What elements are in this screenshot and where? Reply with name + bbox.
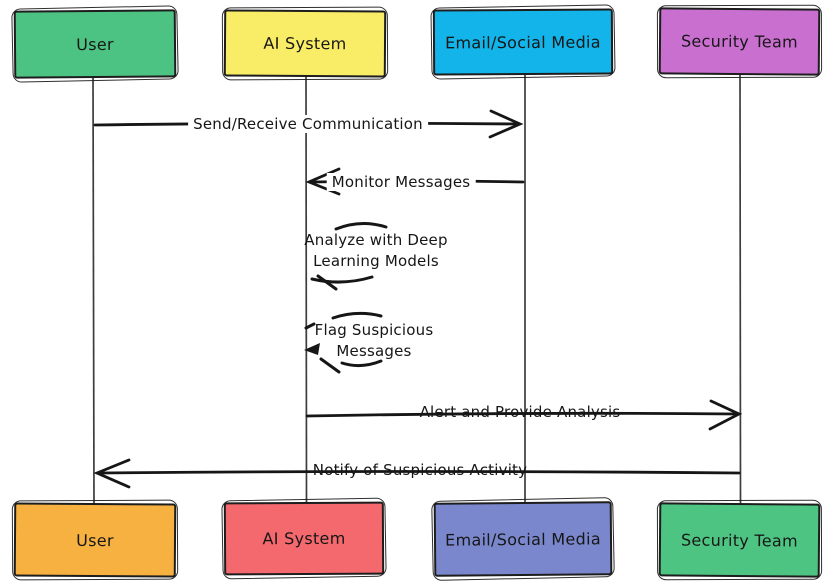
arrow-alert-head xyxy=(708,399,743,431)
message-label-notify-suspicious-activity: Notify of Suspicious Activity xyxy=(312,461,528,479)
actor-box-top-security-team: Security Team xyxy=(658,7,821,76)
actor-label-top-user: User xyxy=(76,34,114,54)
actor-label-bottom-email-social-media: Email/Social Media xyxy=(445,528,601,550)
message-label-analyze-deep-learning: Analyze with Deep Learning Models xyxy=(304,231,448,270)
actor-box-top-email-social-media: Email/Social Media xyxy=(432,8,614,76)
arrow-notify-head xyxy=(93,458,131,489)
arrow-notify-line xyxy=(98,470,741,475)
actor-label-top-ai-system: AI System xyxy=(263,33,347,54)
lifelines xyxy=(92,69,742,508)
message-label-monitor-messages: Monitor Messages xyxy=(326,173,476,191)
actor-box-bottom-ai-system: AI System xyxy=(223,501,385,576)
message-arrows xyxy=(93,109,743,489)
arrow-alert-line xyxy=(305,411,739,418)
actor-label-bottom-security-team: Security Team xyxy=(680,529,799,551)
actor-box-top-ai-system: AI System xyxy=(223,9,387,78)
actor-label-bottom-user: User xyxy=(76,530,114,550)
lifeline-user xyxy=(92,73,95,507)
lifeline-security-team xyxy=(739,69,742,508)
self-message-analyze-strokes xyxy=(310,222,388,291)
actor-box-bottom-user: User xyxy=(13,502,177,578)
lifeline-ai-system xyxy=(305,71,308,507)
actor-box-bottom-email-social-media: Email/Social Media xyxy=(433,501,613,577)
actor-label-bottom-ai-system: AI System xyxy=(262,528,346,549)
message-label-flag-suspicious: Flag Suspicious Messages xyxy=(314,321,434,360)
actor-label-top-email-social-media: Email/Social Media xyxy=(445,32,601,52)
actor-box-top-user: User xyxy=(13,9,177,79)
arrow-send-receive-head xyxy=(488,109,524,139)
message-label-send-receive-communication: Send/Receive Communication xyxy=(188,115,428,133)
self-message-flag-strokes xyxy=(304,311,383,374)
actor-label-top-security-team: Security Team xyxy=(680,31,799,52)
message-label-alert-provide-analysis: Alert and Provide Analysis xyxy=(419,403,621,421)
actor-box-bottom-security-team: Security Team xyxy=(658,502,821,578)
